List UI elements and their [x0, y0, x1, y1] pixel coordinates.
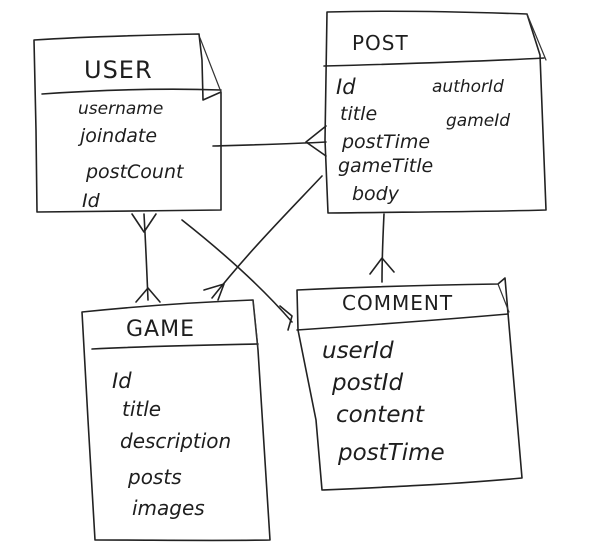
game-box-divider [91, 343, 259, 350]
post-field: title [340, 103, 377, 125]
post-field: postTime [341, 131, 430, 153]
post-field-right: authorId [432, 77, 504, 97]
relation-line [212, 141, 327, 147]
entity-comment: COMMENT userId postId content postTime [296, 277, 523, 491]
relation-line [211, 175, 323, 299]
entity-post: POST Id title postTime gameTitle body au… [323, 10, 547, 214]
crowfoot-marker [279, 305, 293, 331]
comment-field: postId [331, 370, 403, 396]
relation-user-comment [181, 219, 293, 331]
relation-line [381, 213, 385, 283]
user-field: joindate [77, 125, 157, 147]
game-box-outline [81, 299, 271, 542]
relation-line [143, 213, 149, 301]
game-field: posts [127, 465, 182, 489]
game-field: Id [112, 369, 132, 393]
user-box-side-shade [199, 37, 222, 93]
user-box-outline [33, 33, 222, 213]
crowfoot-marker [369, 257, 395, 275]
relation-post-comment [369, 213, 395, 283]
comment-title: COMMENT [342, 291, 453, 315]
relation-line [181, 219, 293, 323]
comment-field: postTime [337, 440, 445, 466]
user-title: USER [84, 56, 153, 84]
game-field: description [120, 429, 231, 453]
crowfoot-marker [203, 283, 225, 301]
relation-post-game [203, 175, 323, 301]
comment-box-side-shade [497, 283, 510, 313]
post-field: gameTitle [338, 155, 433, 177]
game-box-side-shade [252, 299, 259, 349]
user-field: Id [82, 190, 101, 212]
comment-field: content [336, 402, 425, 428]
post-title: POST [352, 31, 409, 55]
entity-game: GAME Id title description posts images [81, 299, 271, 542]
comment-field: userId [322, 338, 394, 364]
game-field: title [122, 397, 161, 421]
user-field: postCount [85, 161, 185, 183]
comment-box-outline [296, 277, 523, 491]
crowfoot-marker [135, 287, 161, 303]
game-field: images [132, 496, 205, 520]
post-field-right: gameId [446, 111, 510, 131]
post-box-side-shade [526, 13, 547, 61]
user-box-divider [41, 88, 222, 95]
entity-user: USER username joindate postCount Id [33, 33, 222, 213]
crowfoot-marker [131, 213, 157, 233]
relation-user-post [212, 125, 327, 157]
post-field: body [352, 183, 400, 205]
crowfoot-marker [305, 125, 327, 157]
post-field: Id [336, 75, 356, 99]
game-title: GAME [126, 317, 195, 342]
comment-box-divider [296, 313, 509, 331]
post-box-divider [323, 57, 545, 67]
user-field: username [78, 99, 163, 119]
relation-user-game [131, 213, 161, 303]
post-box-outline [324, 10, 547, 214]
